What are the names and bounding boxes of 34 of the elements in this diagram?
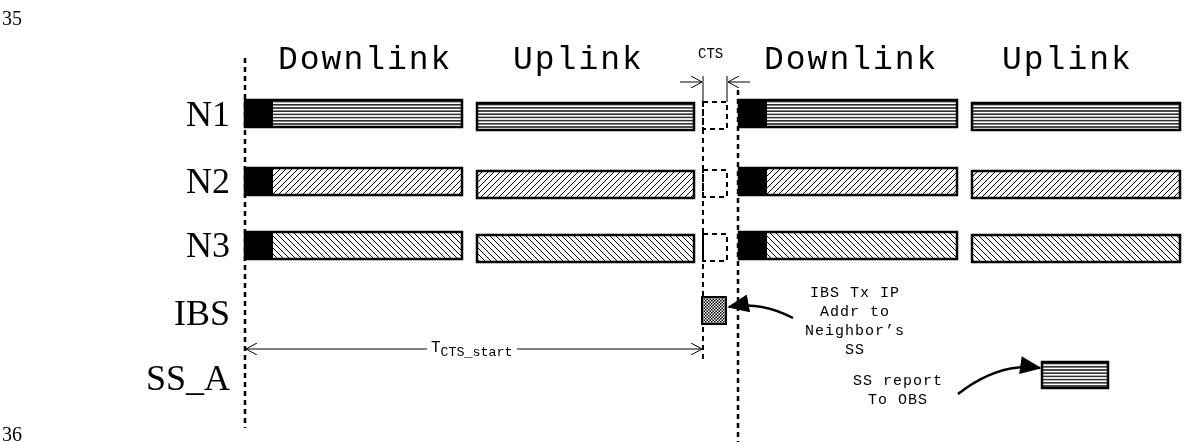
frame-bar (477, 235, 694, 262)
page-number: 35 (2, 8, 22, 28)
frame-bar (972, 171, 1180, 198)
column-heading: Downlink (278, 44, 453, 77)
annotation-text: IBS Tx IP Addr to Neighbor’s SS (804, 284, 906, 360)
downlink-frame-bar (245, 100, 462, 127)
frame-bar (1042, 362, 1108, 388)
row-label: IBS (172, 295, 230, 331)
dimension-label: CTS (698, 47, 724, 61)
dotted-slot-box (702, 297, 726, 324)
row-label: N3 (185, 227, 230, 263)
downlink-frame-bar (245, 168, 462, 195)
frame-bar (477, 171, 694, 198)
dashed-slot-box (703, 170, 727, 197)
annotation-text: SS report To OBS (852, 372, 944, 410)
frame-bar (972, 103, 1180, 130)
column-heading: Uplink (1002, 44, 1133, 77)
downlink-frame-bar (739, 232, 957, 259)
downlink-frame-bar (739, 168, 957, 195)
page-number: 36 (2, 424, 22, 442)
dashed-slot-box (703, 234, 727, 261)
frame-bar (972, 235, 1180, 262)
frame-bar (477, 103, 694, 130)
dashed-slot-box (703, 102, 727, 129)
curved-arrow (727, 295, 794, 320)
row-label: N2 (185, 163, 230, 199)
row-label: N1 (185, 96, 230, 132)
curved-arrow (957, 356, 1042, 395)
dimension-label: T$_{CTS_start}$ (427, 340, 517, 360)
downlink-frame-bar (245, 232, 462, 259)
downlink-frame-bar (739, 100, 957, 127)
column-heading: Downlink (764, 44, 939, 77)
column-heading: Uplink (513, 44, 644, 77)
row-label: SS_A (144, 360, 230, 396)
